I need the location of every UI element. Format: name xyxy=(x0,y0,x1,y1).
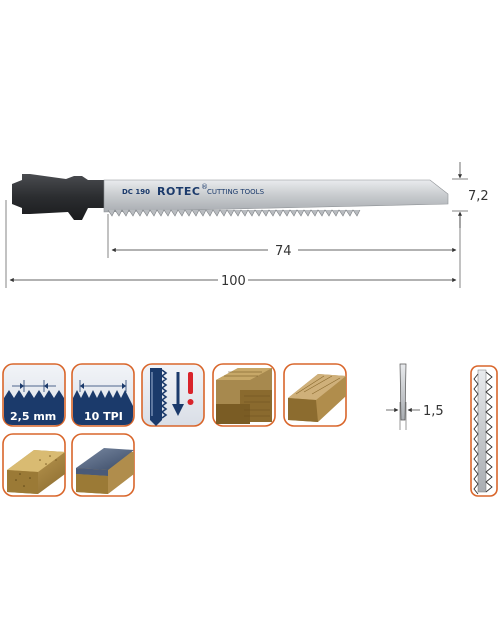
tpi-icon: 10 TPI xyxy=(71,363,135,427)
blade-model-text: DC 190 xyxy=(122,188,150,196)
dimension-width-label: 7,2 xyxy=(468,189,489,204)
blade-thickness-detail: 1,5 xyxy=(386,363,444,430)
dimension-thickness-label: 1,5 xyxy=(423,404,444,419)
cutting-direction-icon xyxy=(141,363,205,427)
blade-tagline-text: CUTTING TOOLS xyxy=(207,188,265,196)
tooth-pitch-icon: 2,5 mm xyxy=(2,363,66,427)
set-teeth-detail xyxy=(470,365,498,497)
chipboard-icon xyxy=(2,433,66,497)
blade-body xyxy=(103,179,449,213)
dimension-cutting-length: 74 xyxy=(107,214,461,259)
dimension-total-length: 100 xyxy=(5,200,461,289)
blade-teeth xyxy=(107,209,361,217)
plank-wood-icon xyxy=(283,363,347,427)
tpi-label: 10 TPI xyxy=(84,410,123,423)
brand-logo-text: ROTEC xyxy=(157,185,200,198)
laminate-board-icon xyxy=(71,433,135,497)
jigsaw-blade: DC 190 ROTEC ® CUTTING TOOLS xyxy=(12,174,449,220)
tooth-pitch-label: 2,5 mm xyxy=(10,410,56,423)
dimension-total-length-label: 100 xyxy=(221,274,246,289)
blade-shank xyxy=(12,174,108,220)
dimension-width: 7,2 xyxy=(452,162,489,228)
hardwood-joint-icon xyxy=(212,363,276,427)
brand-registered-mark: ® xyxy=(201,183,208,191)
dimension-cutting-length-label: 74 xyxy=(275,244,292,259)
